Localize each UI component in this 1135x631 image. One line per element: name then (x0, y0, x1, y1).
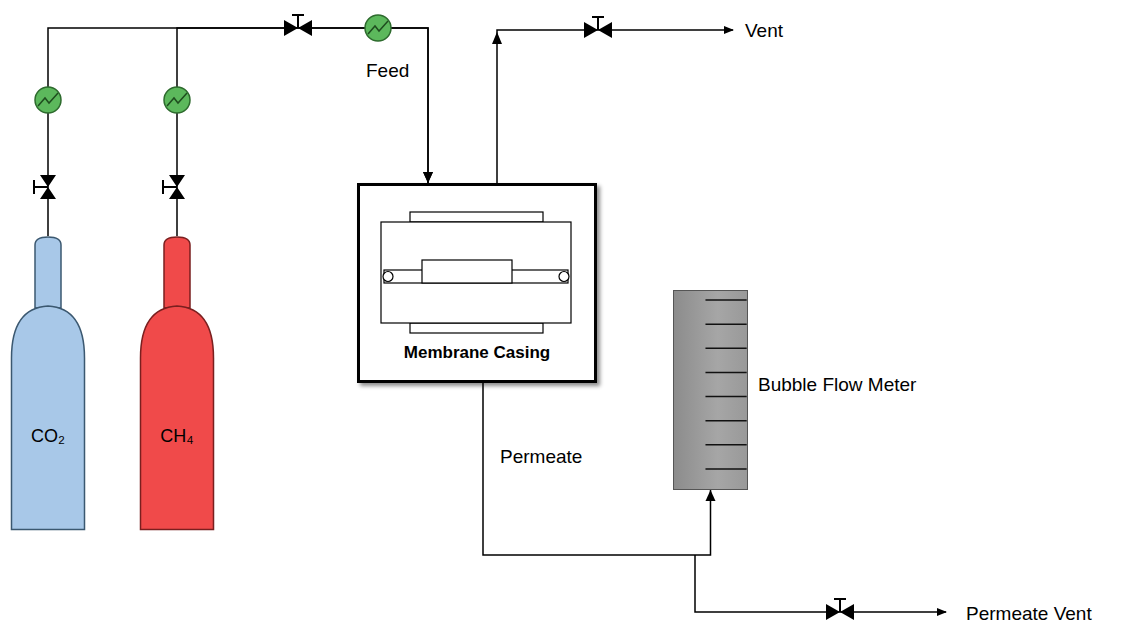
arrow-head (423, 172, 433, 183)
arrow-head (423, 172, 433, 183)
tube-end (559, 272, 569, 282)
scale-tick (705, 468, 746, 470)
stream-label: Permeate Vent (964, 603, 1094, 625)
meter-scale (674, 291, 747, 489)
meter-label: Bubble Flow Meter (758, 374, 916, 396)
pressure-gauge (35, 87, 61, 113)
permeate-vent-valve (826, 599, 854, 620)
scale-tick (705, 372, 746, 374)
cylinder-valve (163, 175, 185, 199)
cylinder-outline (139, 236, 215, 531)
arrow-head (706, 490, 716, 501)
gas-cylinder: CO₂ (10, 236, 86, 531)
cylinder-outline (10, 236, 86, 531)
vent-valve (584, 17, 612, 38)
pressure-gauge (365, 15, 391, 41)
scale-tick (705, 420, 746, 422)
gas-name: CO₂ (10, 426, 86, 447)
casing-label: Membrane Casing (360, 343, 594, 363)
cylinder-body (12, 306, 85, 530)
stream-label: Feed (364, 60, 411, 82)
cylinder-neck (35, 237, 61, 308)
stream-label: Vent (743, 20, 785, 42)
scale-tick (705, 348, 746, 350)
cylinder-neck (164, 237, 190, 308)
cylinder-body (141, 306, 214, 530)
module-housing (381, 222, 571, 323)
permeate-vent-line (695, 555, 946, 612)
feed-valve (284, 15, 312, 36)
module-plate (410, 323, 543, 333)
scale-tick (705, 299, 746, 301)
cylinder-valve (34, 175, 56, 199)
membrane-element (422, 260, 512, 283)
membrane-casing: Membrane Casing (357, 183, 597, 383)
bubble-flow-meter: Bubble Flow Meter (673, 290, 748, 490)
pressure-gauge (164, 87, 190, 113)
scale-tick (705, 323, 746, 325)
scale-tick (705, 444, 746, 446)
module-plate (410, 212, 543, 222)
scale-tick (705, 396, 746, 398)
tube-end (383, 272, 393, 282)
vent-riser-arrow (492, 32, 502, 44)
stream-label: Permeate (498, 446, 584, 468)
vent-line (497, 30, 733, 183)
gas-name: CH₄ (139, 426, 215, 447)
gas-cylinder: CH₄ (139, 236, 215, 531)
meter-tube (673, 290, 748, 490)
